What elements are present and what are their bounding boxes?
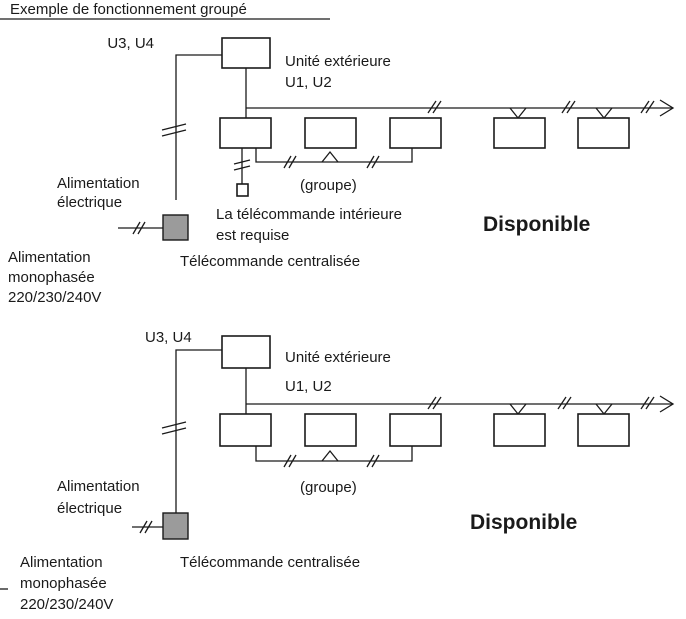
break-mark — [371, 155, 380, 169]
break-mark — [233, 165, 251, 171]
central-remote — [162, 214, 189, 241]
break-mark — [640, 396, 650, 410]
indoor-unit — [304, 117, 357, 149]
group-wiring — [255, 446, 413, 462]
bus-tap — [509, 107, 527, 120]
break-mark — [432, 396, 442, 410]
break-mark — [132, 221, 141, 235]
break-mark — [371, 454, 380, 468]
indoor-unit — [304, 413, 357, 447]
outdoor-unit — [221, 37, 271, 69]
outdoor-unit-label: Unité extérieure — [285, 53, 391, 70]
break-mark — [562, 396, 572, 410]
break-mark — [161, 123, 187, 131]
indoor-remote — [236, 183, 249, 197]
group-tap — [321, 150, 339, 163]
remote-bus-line — [175, 349, 222, 513]
indoor-remote-note-line2: est requise — [216, 227, 289, 244]
remote-bus-label: U3, U4 — [107, 35, 154, 52]
break-mark — [566, 100, 576, 114]
break-mark — [137, 221, 146, 235]
outdoor-unit — [221, 335, 271, 369]
power-supply-label-line1: Alimentation — [57, 478, 140, 495]
break-mark — [161, 129, 187, 137]
break-mark — [640, 100, 650, 114]
bus-arrow-head — [659, 395, 675, 413]
break-mark — [161, 421, 187, 429]
indoor-bus-label: U1, U2 — [285, 74, 332, 91]
break-mark — [139, 520, 148, 534]
group-label: (groupe) — [300, 177, 357, 194]
bus-tap — [595, 107, 613, 120]
power-supply-label-line2: électrique — [57, 194, 122, 211]
mains-label-line1: Alimentation — [8, 249, 91, 266]
indoor-unit — [389, 413, 442, 447]
outdoor-unit-label: Unité extérieure — [285, 349, 391, 366]
indoor-unit — [389, 117, 442, 149]
status-label: Disponible — [483, 213, 590, 236]
break-mark — [283, 454, 292, 468]
break-mark — [288, 454, 297, 468]
indoor-unit — [493, 117, 546, 149]
break-mark — [645, 396, 655, 410]
break-mark — [233, 159, 251, 165]
mains-label-line3: 220/230/240V — [8, 289, 101, 306]
mains-label-line1: Alimentation — [20, 554, 103, 571]
central-remote-label: Télécommande centralisée — [180, 554, 360, 571]
break-mark — [432, 100, 442, 114]
diagram-2: U3, U4 Unité extérieure U1, U2 (groupe) … — [0, 329, 675, 613]
diagram-title: Exemple de fonctionnement groupé — [10, 1, 247, 18]
indoor-unit — [219, 413, 272, 447]
remote-bus-label: U3, U4 — [145, 329, 192, 346]
indoor-unit — [577, 413, 630, 447]
central-remote — [162, 512, 189, 540]
indoor-unit — [577, 117, 630, 149]
mains-label-line3: 220/230/240V — [20, 596, 113, 613]
bus-arrow-head — [659, 99, 675, 117]
power-supply-label-line2: électrique — [57, 500, 122, 517]
central-remote-label: Télécommande centralisée — [180, 253, 360, 270]
group-wiring — [255, 148, 413, 163]
break-mark — [161, 427, 187, 435]
break-mark — [557, 396, 567, 410]
group-tap — [321, 449, 339, 462]
bus-tap — [595, 403, 613, 416]
power-supply-label-line1: Alimentation — [57, 175, 140, 192]
break-mark — [366, 155, 375, 169]
break-mark — [645, 100, 655, 114]
break-mark — [366, 454, 375, 468]
break-mark — [427, 100, 437, 114]
mains-label-line2: monophasée — [20, 575, 107, 592]
bus-tap — [509, 403, 527, 416]
diagram-1: U3, U4 Unité extérieure U1, U2 (groupe) … — [8, 35, 675, 306]
break-mark — [427, 396, 437, 410]
indoor-remote-note-line1: La télécommande intérieure — [216, 206, 402, 223]
indoor-unit — [493, 413, 546, 447]
mains-label-line2: monophasée — [8, 269, 95, 286]
break-mark — [144, 520, 153, 534]
remote-bus-line — [175, 54, 222, 200]
group-label: (groupe) — [300, 479, 357, 496]
indoor-unit — [219, 117, 272, 149]
break-mark — [283, 155, 292, 169]
status-label: Disponible — [470, 511, 577, 534]
break-mark — [288, 155, 297, 169]
indoor-bus-label: U1, U2 — [285, 378, 332, 395]
break-mark — [561, 100, 571, 114]
